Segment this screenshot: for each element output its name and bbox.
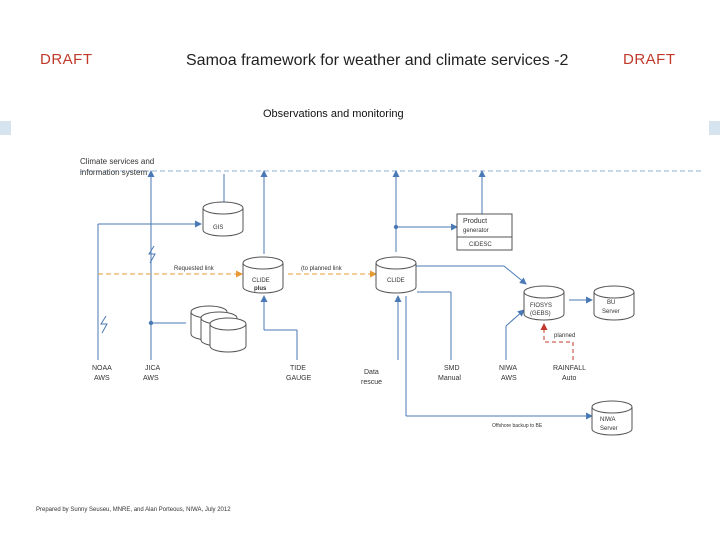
jica-aws-label-2: AWS [143,375,159,382]
gis-label: GIS [213,225,223,231]
left-edge-tab [0,121,11,135]
clide-database [375,256,417,294]
product-generator-label-2: generator [463,228,489,234]
noaa-aws-label: NOAA [92,365,112,372]
niwa-server-database [591,400,633,436]
data-rescue-label-2: rescue [361,379,382,386]
rainfall-auto-label-2: Auto [562,375,577,382]
fiosys-label-2: (GEBS) [530,311,551,317]
niwa-aws-label-2: AWS [501,375,517,382]
fiosys-label: FIOSYS [530,303,552,309]
slide-subtitle: Observations and monitoring [263,108,404,120]
smd-manual-label-2: Manual [438,375,461,382]
planned-link-label: (to planned link [301,266,343,272]
rainfall-auto-label: RAINFALL [553,365,586,372]
clide-plus-label-2: plus [254,286,267,292]
niwa-aws-label: NIWA [499,365,517,372]
clide-label: CLIDE [387,278,405,284]
climate-system-label-2: information system [80,168,147,177]
product-generator-label: Product [463,218,487,225]
wireless-link-icon [100,315,108,334]
offshore-backup-label: Offshore backup to BE [492,423,543,429]
planned-link-red [540,323,574,360]
smd-manual-label: SMD [444,365,460,372]
planned-label: planned [554,333,575,339]
bu-server-label-2: Server [602,309,620,315]
footer-credit: Prepared by Sunny Seuseu, MNRE, and Alan… [36,507,231,513]
stacked-databases [190,305,247,353]
jica-aws-label: JICA [145,365,161,372]
product-generator-box [456,213,513,251]
bu-server-database [593,285,635,321]
slide: DRAFT DRAFT Samoa framework for weather … [14,34,706,522]
data-rescue-label: Data [364,369,379,376]
tide-gauge-label-2: GAUGE [286,375,312,382]
niwa-server-label-2: Server [600,426,618,432]
climate-system-label-1: Climate services and [80,157,154,166]
fiosys-database [523,285,565,321]
wireless-link-icon [148,245,156,264]
slide-title: Samoa framework for weather and climate … [186,52,569,69]
tide-gauge-label: TIDE [290,365,306,372]
junction-dot [393,224,399,230]
bu-server-label: BU [607,300,615,306]
noaa-aws-label-2: AWS [94,375,110,382]
clide-plus-database [242,256,284,294]
right-edge-tab [709,121,720,135]
source-labels: NOAA AWS JICA AWS TIDE GAUGE Data rescue… [92,365,586,386]
gis-database [202,201,244,237]
niwa-server-label: NIWA [600,417,615,423]
draft-label-left: DRAFT [40,51,93,68]
clide-plus-label: CLIDE [252,278,270,284]
draft-label-right: DRAFT [623,51,676,68]
junction-dot [148,320,154,326]
framework-diagram: Climate services and information system [80,157,704,436]
requested-link-label: Requested link [174,266,215,272]
cidesc-label: CIDESC [469,242,492,248]
connector-lines [97,170,593,420]
